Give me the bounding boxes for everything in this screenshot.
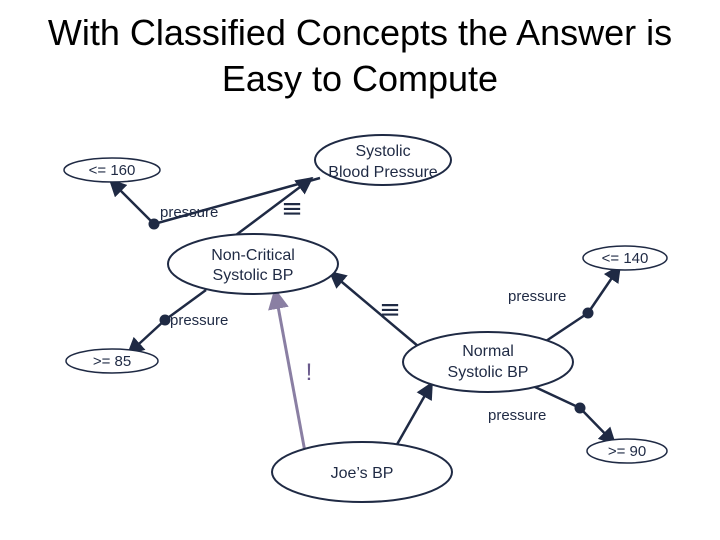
equivalence-symbol-middle: ≡: [379, 295, 401, 325]
value-ge-90: [586, 438, 668, 464]
node-non-critical-line1: Non-Critical: [211, 247, 295, 264]
edge-joe-to-noncritical: [268, 287, 307, 453]
edge-label-pressure-bottom: pressure: [488, 407, 546, 424]
exclamation-mark: !: [306, 359, 313, 386]
edge-label-pressure-top: pressure: [160, 204, 218, 221]
value-le-160-text: <= 160: [89, 162, 136, 179]
title-line-2: Easy to Compute: [221, 58, 499, 99]
node-joes-bp-label: Joe’s BP: [331, 465, 394, 482]
role-dot-left: [159, 314, 171, 326]
node-non-critical: [167, 233, 339, 295]
value-ge-85: [65, 348, 159, 374]
edge-normal-to-pressure-dot-right: [539, 311, 589, 347]
role-dot-bottom: [574, 402, 586, 414]
edge-label-pressure-right: pressure: [508, 288, 566, 305]
slide-title: With Classified Concepts the Answer is E…: [0, 10, 720, 102]
role-dot-top: [148, 218, 160, 230]
equivalence-symbol-top: ≡: [281, 194, 303, 224]
node-non-critical-line2: Systolic BP: [213, 267, 294, 284]
node-systolic-bp-line2: Blood Pressure: [328, 164, 437, 181]
edge-noncritical-to-systolic: [231, 176, 314, 239]
value-ge-85-text: >= 85: [93, 353, 131, 370]
edge-dot-to-ge90: [579, 407, 617, 446]
edge-dot-to-ge85: [126, 319, 166, 356]
edge-dot-to-le160: [108, 178, 155, 225]
value-ge-90-text: >= 90: [608, 443, 646, 460]
edge-systolic-to-pressure-dot: [153, 176, 321, 226]
value-le-160: [63, 157, 161, 183]
edge-normal-to-noncritical: [328, 270, 426, 353]
node-normal-line2: Systolic BP: [448, 364, 529, 381]
node-joes-bp: [271, 441, 453, 503]
role-dot-right: [582, 307, 594, 319]
edge-dot-to-le140: [586, 264, 622, 314]
edge-noncritical-to-pressure-dot: [164, 288, 207, 322]
node-systolic-bp-line1: Systolic: [355, 143, 410, 160]
node-normal: [402, 331, 574, 393]
value-le-140: [582, 245, 668, 271]
edge-joe-to-normal: [393, 381, 434, 449]
node-normal-line1: Normal: [462, 343, 514, 360]
node-systolic-bp: [314, 134, 452, 186]
title-line-1: With Classified Concepts the Answer is: [47, 12, 673, 53]
edge-label-pressure-left: pressure: [170, 312, 228, 329]
value-le-140-text: <= 140: [602, 250, 649, 267]
